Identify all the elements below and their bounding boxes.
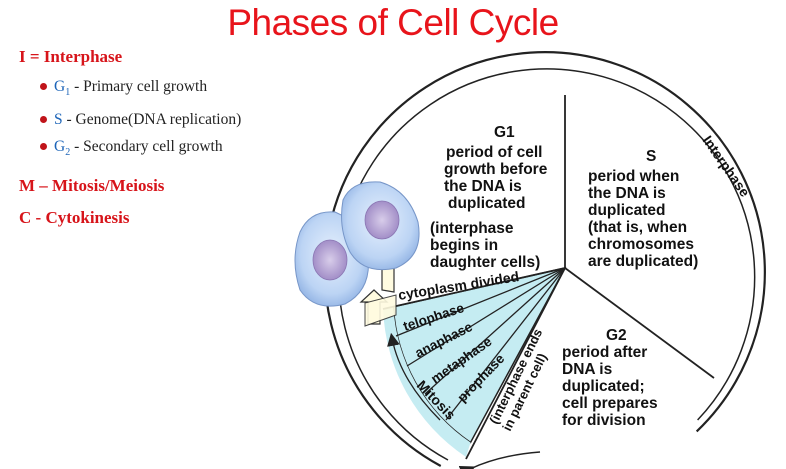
g2-line: cell prepares bbox=[562, 395, 658, 412]
g1-line: period of cell bbox=[446, 144, 542, 161]
s-line: (that is, when bbox=[588, 219, 687, 236]
s-line: chromosomes bbox=[588, 236, 694, 253]
g2-line: duplicated; bbox=[562, 378, 645, 395]
legend-mitosis: M – Mitosis/Meiosis bbox=[19, 176, 165, 196]
g1-line: growth before bbox=[444, 161, 548, 178]
mitosis-wedge bbox=[392, 266, 567, 444]
g1-block: G1 period of cell growth before the DNA … bbox=[430, 124, 548, 271]
legend-interphase: I = Interphase bbox=[19, 47, 123, 66]
daughter-cell-right bbox=[341, 181, 420, 271]
code-g1: G bbox=[54, 78, 66, 95]
code-s: S bbox=[54, 111, 63, 129]
mitosis-dividers bbox=[395, 267, 566, 421]
interphase-list: G1 - Primary cell growth S - Genome(DNA … bbox=[19, 73, 319, 166]
code-g2: G bbox=[54, 138, 66, 156]
g1-line: the DNA is bbox=[444, 178, 522, 195]
s-line: duplicated bbox=[588, 202, 666, 219]
s-title: S bbox=[646, 148, 656, 165]
g2-block: G2 period after DNA is duplicated; cell … bbox=[562, 327, 658, 429]
bullet-icon bbox=[40, 143, 47, 151]
page-title: Phases of Cell Cycle bbox=[227, 2, 559, 43]
sub-g2: 2 bbox=[65, 147, 71, 159]
g1-note: daughter cells) bbox=[430, 254, 540, 271]
g2-title: G2 bbox=[606, 327, 627, 344]
g2-line: for division bbox=[562, 412, 646, 429]
phase-legend: I = Interphase G1 - Primary cell growth … bbox=[19, 45, 319, 232]
g2-line: period after bbox=[562, 344, 647, 361]
mitosis-arrow-icon bbox=[387, 332, 441, 421]
s-line: the DNA is bbox=[588, 185, 666, 202]
bullet-icon bbox=[40, 116, 47, 124]
g1-title: G1 bbox=[494, 124, 515, 141]
s-block: S period when the DNA is duplicated (tha… bbox=[588, 148, 698, 270]
interphase-ring bbox=[323, 51, 766, 467]
interphase-ring-label: Interphase bbox=[700, 133, 754, 200]
s-line: are duplicated) bbox=[588, 253, 698, 270]
s-line: period when bbox=[588, 168, 679, 185]
cycle-arrow-icon bbox=[458, 451, 541, 469]
desc-g2: - Secondary cell growth bbox=[70, 138, 223, 156]
desc-s: - Genome(DNA replication) bbox=[62, 111, 242, 129]
g2-line: DNA is bbox=[562, 361, 612, 378]
sub-g1: 1 bbox=[65, 87, 71, 99]
g1-note: (interphase bbox=[430, 220, 514, 237]
list-item-s: S - Genome(DNA replication) bbox=[40, 106, 319, 133]
desc-g1: - Primary cell growth bbox=[70, 78, 208, 95]
g1-note: begins in bbox=[430, 237, 498, 254]
mitosis-ring-band bbox=[383, 306, 471, 457]
list-item-g2: G2 - Secondary cell growth bbox=[40, 133, 319, 166]
g1-line: duplicated bbox=[448, 195, 526, 212]
list-item-g1: G1 - Primary cell growth bbox=[40, 73, 319, 106]
phase-dividers bbox=[382, 95, 715, 460]
legend-cytokinesis: C - Cytokinesis bbox=[19, 208, 130, 228]
bullet-icon bbox=[40, 83, 47, 90]
